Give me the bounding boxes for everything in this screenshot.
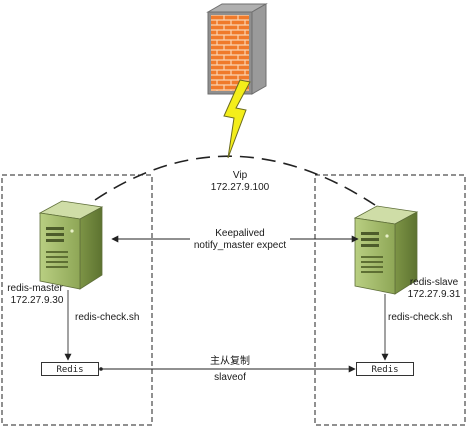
firewall-icon: [206, 3, 268, 95]
slave-redis-box: Redis: [356, 362, 414, 376]
slave-ip: 172.27.9.31: [407, 289, 461, 300]
slave-check-label: redis-check.sh: [388, 312, 453, 323]
master-redis-box: Redis: [41, 362, 99, 376]
master-ip: 172.27.9.30: [10, 295, 64, 306]
slave-name: redis-slave: [409, 277, 459, 288]
lightning-bolt-icon: [223, 79, 251, 159]
slave-server-icon: [353, 205, 419, 295]
vip-title: Vip: [232, 170, 248, 181]
vip-ip: 172.27.9.100: [210, 182, 270, 193]
replication-cn-label: 主从复制: [190, 356, 270, 368]
replication-dot: [99, 367, 103, 371]
master-name: redis-master: [7, 283, 63, 294]
master-group-box: [1, 174, 153, 426]
notify-master-label: notify_master expect: [180, 240, 300, 252]
master-server-icon: [38, 200, 104, 290]
keepalived-label: Keepalived: [190, 228, 290, 240]
master-check-label: redis-check.sh: [75, 312, 140, 323]
slave-group-box: [314, 174, 466, 426]
replication-cmd-label: slaveof: [200, 372, 260, 384]
